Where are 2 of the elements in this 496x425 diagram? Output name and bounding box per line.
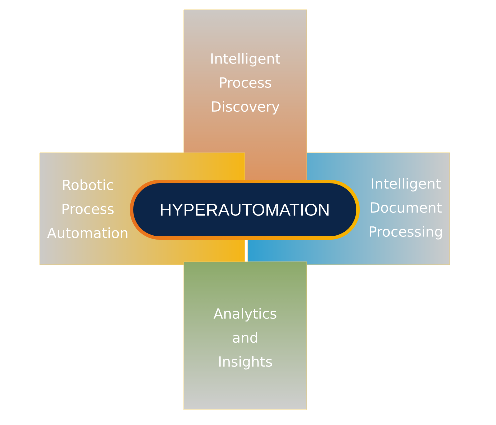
band: Analytics and Insights [184,262,308,410]
center-pill: HYPERAUTOMATION [134,184,356,236]
